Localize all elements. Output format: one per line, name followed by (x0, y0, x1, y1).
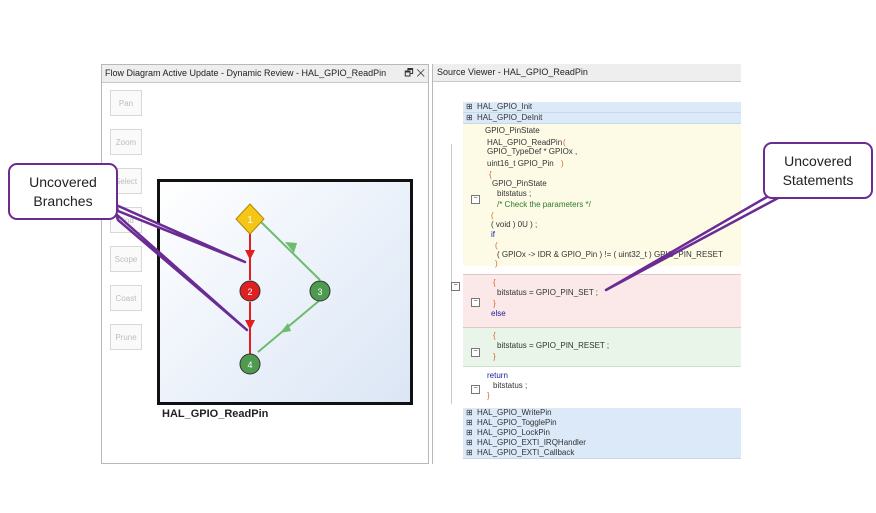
callout-text: Uncovered Statements (782, 153, 854, 188)
edge-1-3-arrow (285, 242, 297, 253)
node-2-label: 2 (247, 287, 252, 297)
flow-panel-title-bar: Flow Diagram Active Update - Dynamic Rev… (102, 65, 428, 83)
edge-1-3-covered (257, 218, 321, 281)
edge-3-4-arrow (280, 323, 291, 333)
code-keyword: return (487, 371, 508, 380)
flow-diagram-canvas[interactable]: 1 2 3 4 (157, 179, 413, 405)
code-line: GPIO_PinState (492, 179, 547, 188)
node-4-circle[interactable] (239, 353, 261, 375)
code-line: { (493, 331, 496, 340)
code-block-return: return bitstatus ; } (463, 368, 741, 406)
code-line: bitstatus = GPIO_PIN_RESET ; (497, 341, 610, 350)
restore-window-icon[interactable]: 🗗 (404, 68, 414, 79)
fold-collapse-icon[interactable]: − (451, 282, 460, 291)
scope-button[interactable]: Scope (110, 246, 142, 272)
code-line: GPIO_TypeDef * GPIOx , (487, 147, 578, 156)
code-line: } (493, 352, 496, 361)
right-callout-pointer (604, 192, 782, 292)
prune-button[interactable]: Prune (110, 324, 142, 350)
function-name: HAL_GPIO_TogglePin (477, 418, 557, 427)
code-line: ( void ) 0U ) ; (491, 220, 538, 229)
coast-button[interactable]: Coast (110, 285, 142, 311)
source-viewer-panel: Source Viewer - HAL_GPIO_ReadPin ⊞ HAL_G… (432, 64, 741, 464)
code-line: bitstatus ; (497, 189, 532, 198)
code-line: ( (491, 211, 494, 220)
collapsed-function-row[interactable]: ⊞ HAL_GPIO_DeInit (463, 113, 741, 124)
node-1-label: 1 (247, 215, 253, 226)
uncovered-branches-callout: Uncovered Branches (8, 163, 118, 220)
code-keyword: if (491, 230, 495, 239)
code-comment: /* Check the parameters */ (497, 200, 591, 209)
code-line: ( (563, 138, 566, 147)
code-line: } (487, 391, 490, 400)
node-3-circle[interactable] (309, 280, 331, 302)
function-name: HAL_GPIO_DeInit (477, 113, 543, 122)
code-line: ) (495, 259, 498, 268)
source-viewer-title: Source Viewer - HAL_GPIO_ReadPin (437, 67, 588, 77)
flow-diagram-panel: Flow Diagram Active Update - Dynamic Rev… (101, 64, 429, 464)
code-block-covered: { bitstatus = GPIO_PIN_RESET ; } (463, 328, 741, 367)
pan-button[interactable]: Pan (110, 90, 142, 116)
expand-icon[interactable]: ⊞ (466, 438, 473, 447)
code-line: ) (561, 159, 564, 168)
expand-icon[interactable]: ⊞ (466, 428, 473, 437)
code-line: bitstatus ; (493, 381, 528, 390)
flow-panel-title: Flow Diagram Active Update - Dynamic Rev… (105, 68, 387, 78)
expand-icon[interactable]: ⊞ (466, 448, 473, 457)
collapsed-function-row[interactable]: ⊞ HAL_GPIO_EXTI_Callback (463, 448, 741, 459)
code-line: HAL_GPIO_ReadPin (487, 138, 563, 147)
code-line: { (493, 278, 496, 287)
left-callout-pointer-2 (114, 212, 249, 332)
fold-collapse-icon[interactable]: − (471, 385, 480, 394)
function-name: HAL_GPIO_WritePin (477, 408, 552, 417)
node-1-diamond[interactable] (235, 203, 265, 235)
function-name: HAL_GPIO_EXTI_Callback (477, 448, 575, 457)
flow-graph: 1 2 3 4 (235, 203, 331, 375)
code-line-uncovered-statement: bitstatus = GPIO_PIN_SET ; (497, 288, 599, 297)
expand-icon[interactable]: ⊞ (466, 102, 473, 111)
code-line: { (489, 170, 492, 179)
source-viewer-title-bar: Source Viewer - HAL_GPIO_ReadPin (433, 64, 741, 82)
uncovered-statements-callout: Uncovered Statements (763, 142, 873, 199)
expand-icon[interactable]: ⊞ (466, 408, 473, 417)
callout-text: Uncovered Branches (29, 174, 97, 209)
code-line: } (493, 299, 496, 308)
collapsed-function-row[interactable]: ⊞ HAL_GPIO_Init (463, 102, 741, 113)
code-line: uint16_t GPIO_Pin (487, 159, 554, 168)
function-name-label: HAL_GPIO_ReadPin (162, 408, 269, 420)
close-icon[interactable]: ✕ (416, 68, 425, 79)
code-line: ( (495, 241, 498, 250)
code-line: ( GPIOx -> IDR & GPIO_Pin ) != ( uint32_… (497, 250, 723, 259)
node-4-label: 4 (247, 360, 252, 370)
node-2-circle[interactable] (239, 280, 261, 302)
zoom-button[interactable]: Zoom (110, 129, 142, 155)
fold-collapse-icon[interactable]: − (471, 348, 480, 357)
function-name: HAL_GPIO_LockPin (477, 428, 550, 437)
expand-icon[interactable]: ⊞ (466, 418, 473, 427)
code-keyword: else (491, 309, 506, 318)
expand-icon[interactable]: ⊞ (466, 113, 473, 122)
function-name: HAL_GPIO_EXTI_IRQHandler (477, 438, 586, 447)
fold-collapse-icon[interactable]: − (471, 195, 480, 204)
node-3-label: 3 (317, 287, 322, 297)
edge-1-2-arrow (245, 250, 255, 260)
code-line: GPIO_PinState (485, 126, 540, 135)
code-block-uncovered: { bitstatus = GPIO_PIN_SET ; } else (463, 274, 741, 328)
edge-2-4-arrow (245, 320, 255, 330)
function-name: HAL_GPIO_Init (477, 102, 533, 111)
fold-collapse-icon[interactable]: − (471, 298, 480, 307)
